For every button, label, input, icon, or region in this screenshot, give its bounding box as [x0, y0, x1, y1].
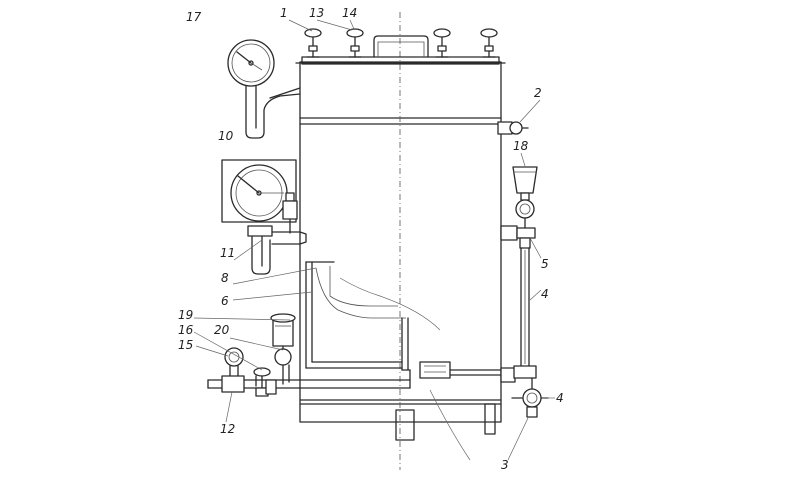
water-level-glass-4 [520, 247, 530, 367]
cup-valve [515, 199, 535, 229]
inner-chamber-cutaway [305, 261, 441, 371]
drain-valve-3 [511, 377, 549, 418]
label-19: 19 [178, 308, 193, 322]
label-13: 13 [309, 6, 324, 20]
steam-sterilizer-cup [270, 313, 296, 347]
vessel-lid [295, 56, 506, 65]
label-12: 12 [220, 422, 235, 436]
lid-bolt-1 [304, 28, 322, 58]
lid-bolt-2 [346, 28, 364, 58]
pressure-gauge-10 [227, 39, 301, 139]
label-10: 10 [218, 129, 234, 143]
label-2: 2 [534, 86, 542, 100]
label-5: 5 [541, 257, 549, 271]
label-17: 17 [186, 10, 202, 24]
label-4-level: 4 [541, 287, 549, 301]
label-6: 6 [221, 294, 229, 308]
label-16: 16 [178, 323, 194, 337]
lid-bolt-4 [480, 28, 498, 58]
label-3: 3 [501, 458, 509, 472]
bottom-supports [395, 389, 496, 461]
gauge-valve [282, 192, 298, 234]
water-cup-18 [512, 166, 538, 201]
vessel-body [299, 61, 502, 423]
gauge-11-pipe [247, 225, 307, 275]
valve-20 [274, 345, 292, 385]
level-tube-connector-5 [500, 225, 536, 249]
label-11: 11 [220, 246, 235, 260]
valve-16 [253, 367, 277, 397]
label-1: 1 [280, 6, 288, 20]
part-labels: 17 1 13 14 2 18 10 11 8 6 19 16 20 15 5 … [178, 6, 564, 472]
leader-lines [193, 19, 555, 461]
label-14: 14 [342, 6, 357, 20]
heater-element [419, 361, 502, 379]
vacuum-gauge-11 [230, 164, 288, 222]
label-8: 8 [221, 271, 229, 285]
lid-bolt-3 [433, 28, 451, 58]
safety-valve-2 [497, 121, 529, 135]
label-4-valve: 4 [556, 391, 564, 405]
label-18: 18 [513, 139, 529, 153]
lid-handle [373, 35, 429, 58]
label-20: 20 [214, 323, 230, 337]
label-15: 15 [178, 338, 193, 352]
bottom-connector [500, 365, 537, 383]
valve-15 [224, 347, 244, 377]
